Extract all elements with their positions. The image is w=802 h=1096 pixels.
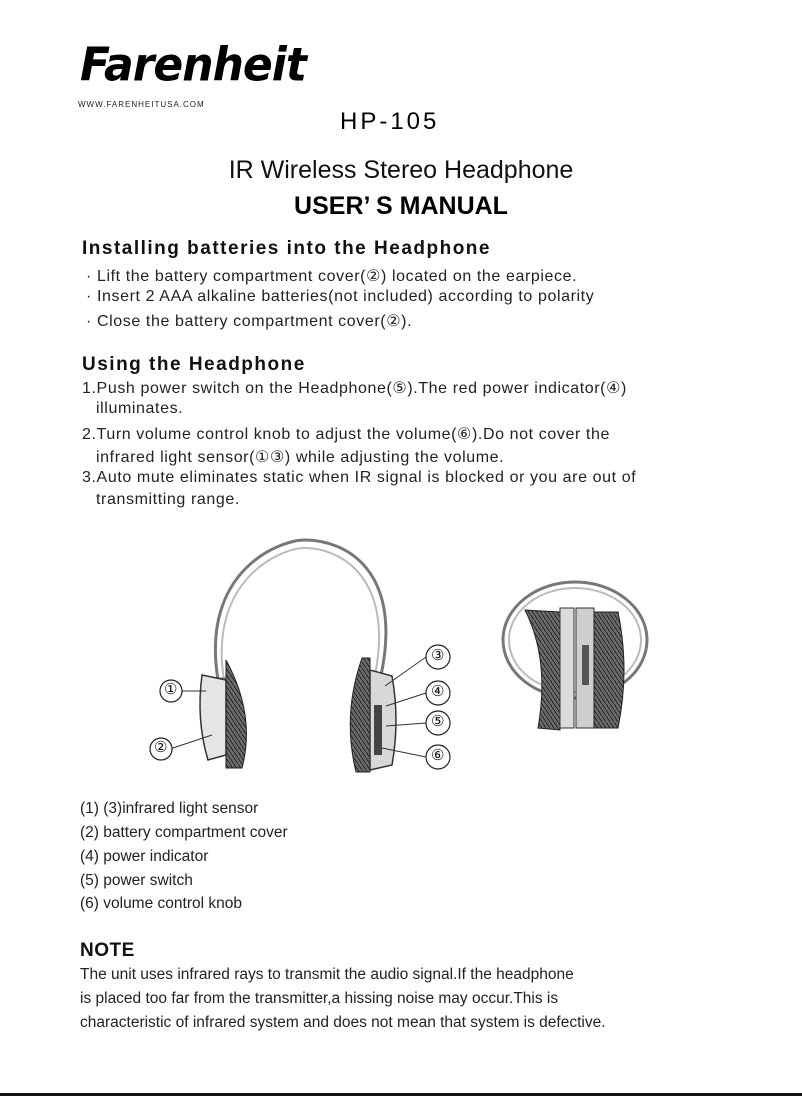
callout-4: ④ [431,683,445,700]
installing-heading: Installing batteries into the Headphone [82,238,491,259]
headphone-diagram [149,538,649,773]
note-heading: NOTE [80,940,135,961]
installing-step: · Close the battery compartment cover(②)… [86,313,413,330]
callout-lines [169,656,427,758]
note-line: is placed too far from the transmitter,a… [80,990,559,1007]
headphone-side-view [199,538,397,773]
model-number: HP-105 [340,108,440,135]
callout-3: ③ [431,647,445,664]
callout-1: ① [164,681,178,698]
legend-item: (2) battery compartment cover [80,824,288,841]
note-line: characteristic of infrared system and do… [80,1014,606,1031]
using-step-line: transmitting range. [96,491,240,508]
brand-logo: Farenheit [80,38,307,93]
callout-marker [425,680,451,706]
brand-website: WWW.FARENHEITUSA.COM [78,100,205,109]
using-step-line: infrared light sensor(①③) while adjustin… [96,449,505,466]
using-heading: Using the Headphone [82,354,306,375]
page-bottom-rule [0,1093,802,1096]
callout-marker [159,679,183,703]
legend-item: (6) volume control knob [80,895,242,912]
using-step-line: 1.Push power switch on the Headphone(⑤).… [82,380,627,397]
legend-item: (5) power switch [80,872,193,889]
legend-item: (1) (3)infrared light sensor [80,800,259,817]
note-line: The unit uses infrared rays to transmit … [80,966,574,983]
legend-item: (4) power indicator [80,848,209,865]
using-step-line: illuminates. [96,400,184,417]
headphone-folded-view [501,580,649,731]
callout-marker [425,710,451,736]
callout-6: ⑥ [431,747,445,764]
installing-step: · Insert 2 AAA alkaline batteries(not in… [86,288,595,305]
callout-2: ② [154,739,168,756]
callout-5: ⑤ [431,713,445,730]
callout-marker [149,737,173,761]
using-step-line: 2.Turn volume control knob to adjust the… [82,426,610,443]
using-step-line: 3.Auto mute eliminates static when IR si… [82,469,637,486]
document-subtitle: USER’ S MANUAL [294,192,508,220]
callout-marker [425,744,451,770]
document-title: IR Wireless Stereo Headphone [228,156,574,184]
installing-step: · Lift the battery compartment cover(②) … [86,268,578,285]
callout-marker [425,644,451,670]
